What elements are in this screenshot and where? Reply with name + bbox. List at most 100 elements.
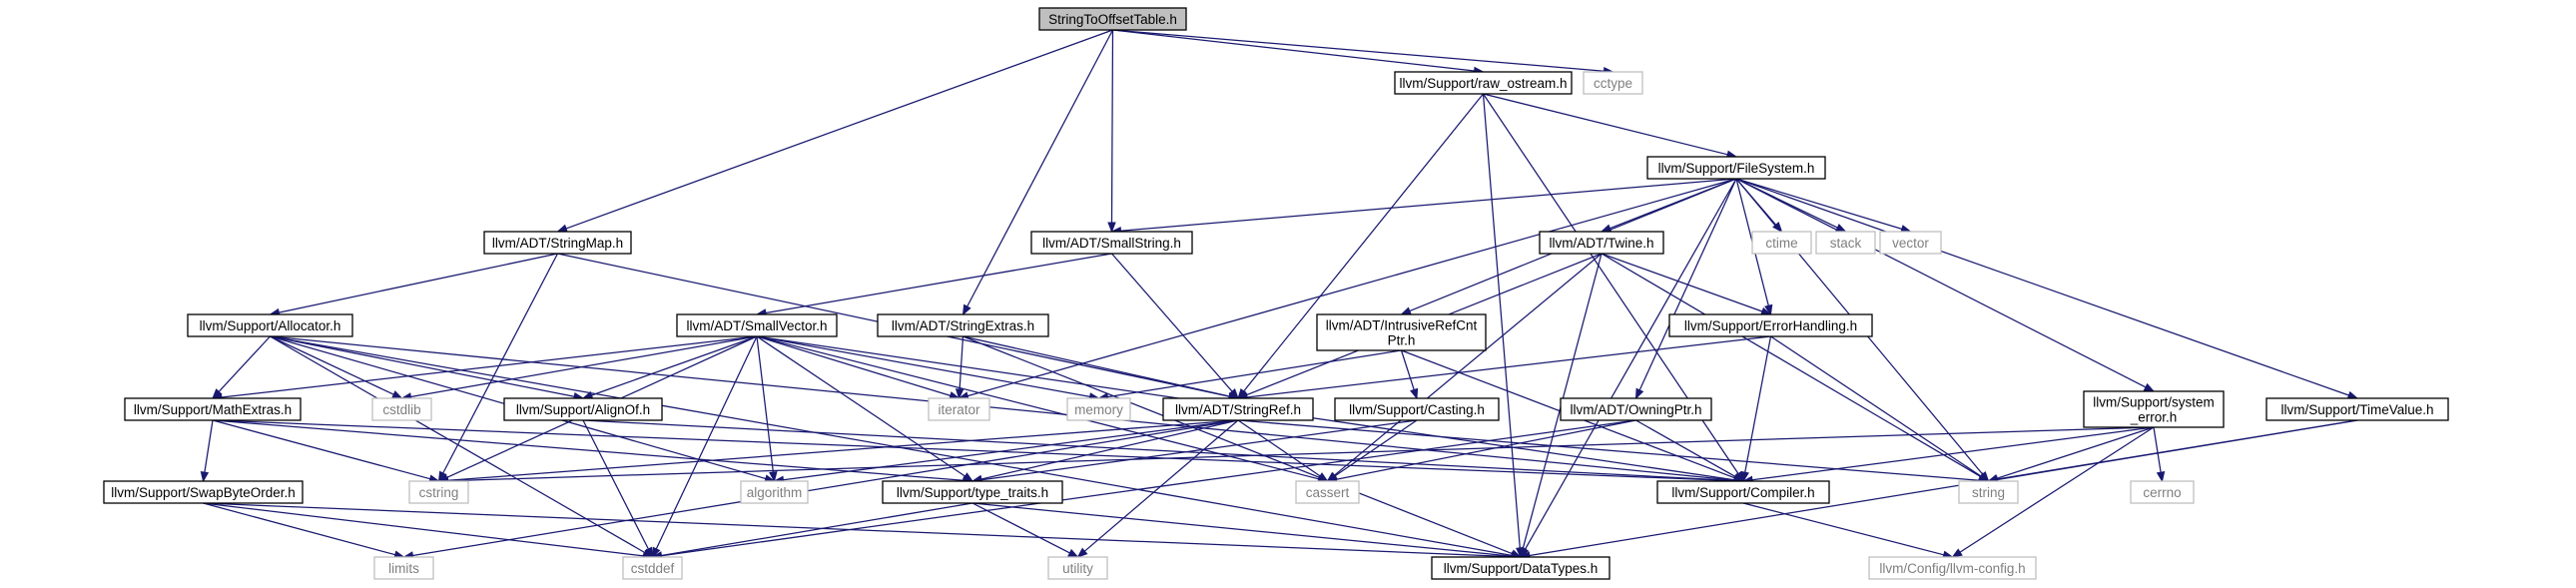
edge-smallvector-to-cstdlib xyxy=(410,335,758,398)
node-string[interactable]: string xyxy=(1958,480,2019,504)
arrowhead-filesystem-to-errorhandling xyxy=(1764,303,1773,316)
edge-filesystem-to-smallstring xyxy=(1120,178,1737,232)
node-cerrno[interactable]: cerrno xyxy=(2130,480,2195,504)
node-ctime[interactable]: ctime xyxy=(1751,231,1812,255)
node-label-cstddef: cstddef xyxy=(631,561,675,576)
edge-smallvector-to-alignof xyxy=(591,335,758,396)
node-label-filesystem: llvm/Support/FileSystem.h xyxy=(1658,161,1815,176)
edge-alignof-to-cstddef xyxy=(582,419,649,550)
node-box-owningptr xyxy=(1560,397,1712,421)
node-box-ctime xyxy=(1751,231,1812,255)
node-alignof[interactable]: llvm/Support/AlignOf.h xyxy=(503,397,663,421)
node-smallstring[interactable]: llvm/ADT/SmallString.h xyxy=(1030,231,1193,255)
node-memory[interactable]: memory xyxy=(1066,397,1131,421)
node-box-datatypes xyxy=(1431,556,1610,580)
node-utility[interactable]: utility xyxy=(1047,556,1108,580)
node-box-cassert xyxy=(1295,480,1360,504)
node-box-smallstring xyxy=(1030,231,1193,255)
arrowhead-filesystem-to-timevalue xyxy=(2346,390,2359,399)
node-box-limits xyxy=(373,556,434,580)
node-box-stringmap xyxy=(483,231,632,255)
node-twine[interactable]: llvm/ADT/Twine.h xyxy=(1539,231,1664,255)
edge-swapbyteorder-to-cstddef xyxy=(203,502,644,557)
node-box-casting xyxy=(1334,397,1500,421)
edge-casting-to-cassert xyxy=(1334,419,1418,477)
node-cstring[interactable]: cstring xyxy=(408,480,469,504)
node-label-swapbyteorder: llvm/Support/SwapByteOrder.h xyxy=(111,485,296,500)
edge-stringextras-to-iterator xyxy=(959,335,965,390)
edge-allocator-to-cstdlib xyxy=(270,335,394,395)
edge-smallvector-to-iterator xyxy=(756,335,952,396)
edge-stringmap-to-allocator xyxy=(279,253,558,313)
node-stringmap[interactable]: llvm/ADT/StringMap.h xyxy=(483,231,632,255)
node-llvm_config[interactable]: llvm/Config/llvm-config.h xyxy=(1868,556,2037,580)
node-box-algorithm xyxy=(740,480,809,504)
edge-mathextras-to-cstring xyxy=(212,419,430,480)
edge-layer xyxy=(200,29,2359,561)
node-smallvector[interactable]: llvm/ADT/SmallVector.h xyxy=(676,313,838,337)
edge-smallvector-to-cstddef xyxy=(655,335,758,550)
node-algorithm[interactable]: algorithm xyxy=(740,480,809,504)
edge-smallvector-to-memory xyxy=(756,335,1090,398)
node-cstdlib[interactable]: cstdlib xyxy=(371,397,432,421)
arrowhead-root-to-smallstring xyxy=(1107,222,1116,234)
node-label-raw_ostream: llvm/Support/raw_ostream.h xyxy=(1399,76,1567,91)
node-timevalue[interactable]: llvm/Support/TimeValue.h xyxy=(2265,397,2449,421)
node-type_traits[interactable]: llvm/Support/type_traits.h xyxy=(882,480,1063,504)
edge-compiler-to-llvm_config xyxy=(1742,502,1944,556)
edge-system_error-to-cstring xyxy=(447,426,2155,482)
edge-type_traits-to-utility xyxy=(971,502,1070,554)
edge-mathextras-to-compiler xyxy=(212,419,1735,482)
node-raw_ostream[interactable]: llvm/Support/raw_ostream.h xyxy=(1394,71,1573,95)
edge-filesystem-to-iterator xyxy=(967,178,1737,397)
node-cassert[interactable]: cassert xyxy=(1295,480,1360,504)
edge-mathextras-to-swapbyteorder xyxy=(204,419,214,473)
node-compiler[interactable]: llvm/Support/Compiler.h xyxy=(1656,480,1830,504)
node-label-limits: limits xyxy=(388,561,419,576)
node-stringref[interactable]: llvm/ADT/StringRef.h xyxy=(1162,397,1314,421)
edge-allocator-to-mathextras xyxy=(218,335,271,392)
edge-stringref-to-type_traits xyxy=(980,419,1239,480)
edge-swapbyteorder-to-limits xyxy=(203,502,395,556)
node-label-cstdlib: cstdlib xyxy=(382,402,420,417)
edge-root-to-raw_ostream xyxy=(1112,29,1475,72)
node-iterator[interactable]: iterator xyxy=(928,397,990,421)
node-box-raw_ostream xyxy=(1394,71,1573,95)
arrowhead-allocator-to-cstdlib xyxy=(391,390,403,399)
edge-smallstring-to-stringref xyxy=(1111,253,1233,392)
edge-stringref-to-limits xyxy=(412,419,1239,557)
node-owningptr[interactable]: llvm/ADT/OwningPtr.h xyxy=(1560,397,1712,421)
node-root[interactable]: StringToOffsetTable.h xyxy=(1038,7,1187,31)
node-cctype[interactable]: cctype xyxy=(1583,71,1643,95)
node-label-casting: llvm/Support/Casting.h xyxy=(1349,402,1485,417)
node-label-owningptr: llvm/ADT/OwningPtr.h xyxy=(1570,402,1701,417)
node-errorhandling[interactable]: llvm/Support/ErrorHandling.h xyxy=(1668,313,1873,337)
node-label-smallvector: llvm/ADT/SmallVector.h xyxy=(686,318,827,333)
edge-smallvector-to-cassert xyxy=(756,335,1319,480)
arrowhead-filesystem-to-intrusiverefcnt xyxy=(1400,306,1412,315)
node-limits[interactable]: limits xyxy=(373,556,434,580)
node-stack[interactable]: stack xyxy=(1815,231,1876,255)
node-label-llvm_config: llvm/Config/llvm-config.h xyxy=(1879,561,2025,576)
edge-smallstring-to-smallvector xyxy=(765,253,1112,314)
arrowhead-system_error-to-cerrno xyxy=(2156,470,2166,483)
node-label-ctime: ctime xyxy=(1765,236,1797,251)
node-allocator[interactable]: llvm/Support/Allocator.h xyxy=(187,313,353,337)
node-datatypes[interactable]: llvm/Support/DataTypes.h xyxy=(1431,556,1610,580)
node-mathextras[interactable]: llvm/Support/MathExtras.h xyxy=(124,397,302,421)
edge-raw_ostream-to-datatypes xyxy=(1482,93,1521,549)
node-system_error[interactable]: llvm/Support/system_error.h xyxy=(2083,390,2225,428)
node-label-stringref: llvm/ADT/StringRef.h xyxy=(1175,402,1301,417)
edge-root-to-cctype xyxy=(1112,29,1605,72)
node-swapbyteorder[interactable]: llvm/Support/SwapByteOrder.h xyxy=(103,480,304,504)
node-stringextras[interactable]: llvm/ADT/StringExtras.h xyxy=(877,313,1049,337)
node-label-memory: memory xyxy=(1074,402,1123,417)
node-casting[interactable]: llvm/Support/Casting.h xyxy=(1334,397,1500,421)
node-cstddef[interactable]: cstddef xyxy=(622,556,683,580)
node-label-string: string xyxy=(1972,485,2005,500)
node-label-stringextras: llvm/ADT/StringExtras.h xyxy=(892,318,1034,333)
edge-allocator-to-datatypes xyxy=(270,335,1513,557)
node-vector[interactable]: vector xyxy=(1879,231,1942,255)
node-filesystem[interactable]: llvm/Support/FileSystem.h xyxy=(1646,156,1826,180)
